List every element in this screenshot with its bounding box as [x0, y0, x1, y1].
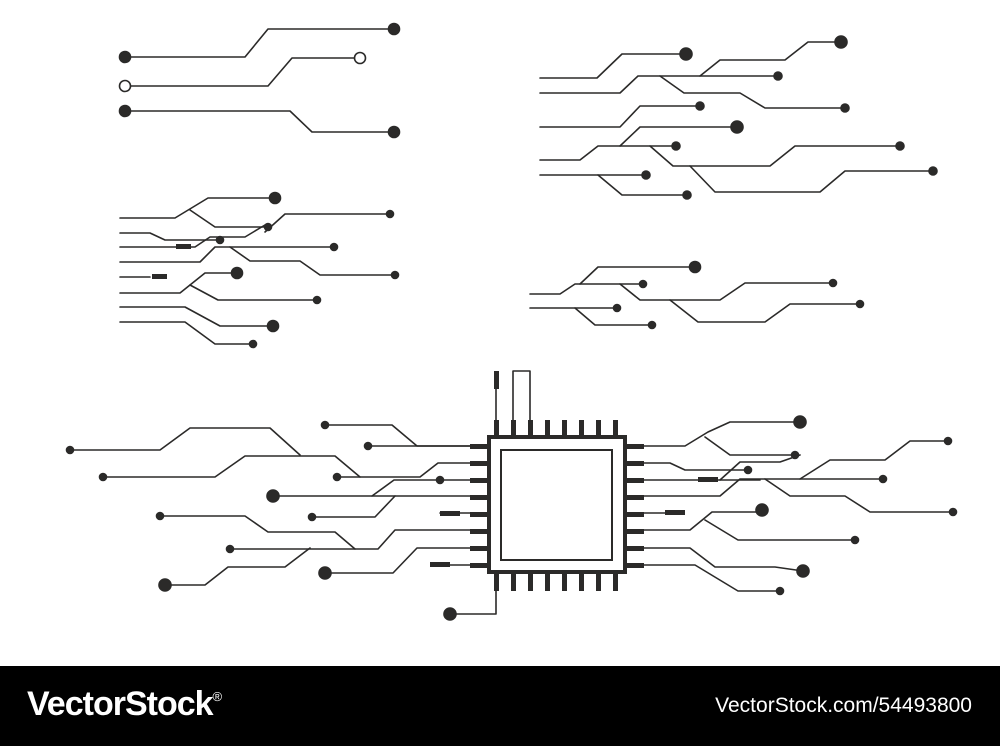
trace-cluster-top-right: [539, 35, 938, 200]
brand-logo: VectorStock®: [27, 685, 223, 724]
trace-cluster-chip-right: [643, 415, 958, 596]
chip-vertical-connectors: [443, 370, 531, 621]
watermark-footer: VectorStock® VectorStock.com/54493800: [0, 666, 1000, 746]
microchip-die: [500, 449, 613, 561]
trace-cluster-top-left: [118, 22, 401, 139]
registered-mark: ®: [212, 689, 223, 704]
image-id-text: VectorStock.com/54493800: [715, 694, 972, 717]
trace-cluster-middle-left: [119, 191, 400, 349]
trace-cluster-chip-left: [65, 420, 471, 592]
trace-cluster-middle-right: [529, 260, 865, 330]
microchip-pins: [470, 420, 644, 591]
circuit-artwork: [65, 22, 958, 621]
brand-name: VectorStock: [27, 685, 214, 723]
microchip: [470, 420, 644, 591]
